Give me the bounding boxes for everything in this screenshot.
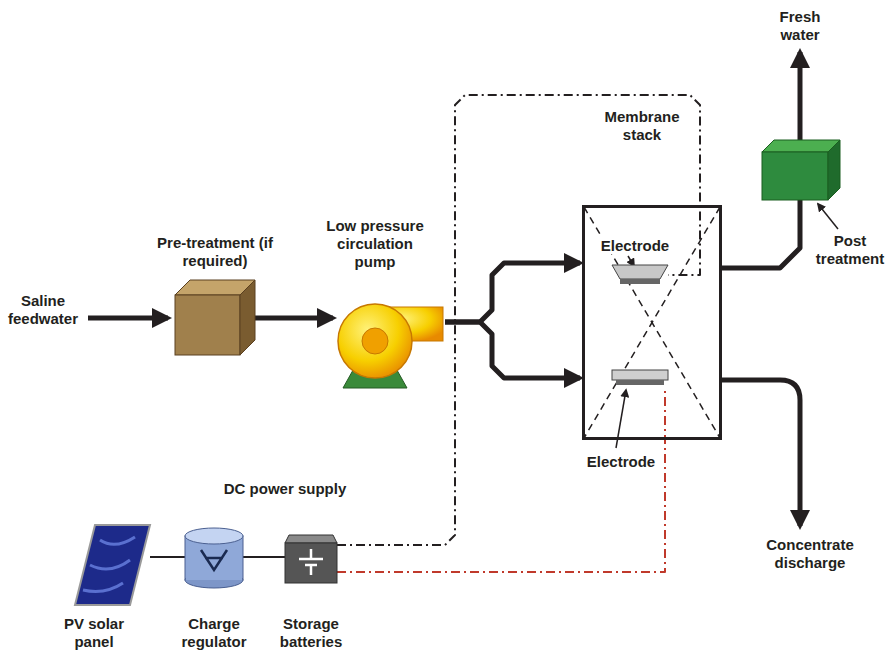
electrode: Electrode <box>612 265 668 285</box>
node-label: Electrode <box>582 453 660 471</box>
node-label: Low pressure circulation pump <box>315 217 435 271</box>
storage-batteries: Storage batteries <box>285 535 337 583</box>
concentrate-pipe <box>722 380 800 526</box>
post-treatment-box: Post treatment <box>762 140 840 200</box>
circulation-pump-outline <box>335 295 445 390</box>
electrode-outline <box>612 265 668 285</box>
charge-regulator: Charge regulator <box>185 528 243 588</box>
electrode-outline <box>612 367 668 387</box>
node-label: Storage batteries <box>271 615 351 651</box>
node-label: Pre-treatment (if required) <box>155 234 275 270</box>
stack-cross <box>584 207 720 438</box>
outlet-label: Concentrate discharge <box>745 536 875 572</box>
pretreatment-box: Pre-treatment (if required) <box>175 280 255 355</box>
node-label: PV solar panel <box>53 615 135 651</box>
connector-line <box>243 556 285 558</box>
pv-solar-panel: PV solar panel <box>75 525 150 605</box>
group-heading: DC power supply <box>210 480 360 498</box>
connector <box>255 318 333 319</box>
stack-cross <box>584 207 720 438</box>
connector-line <box>150 556 185 558</box>
pv-solar-panel-outline <box>75 525 150 605</box>
connector-line <box>445 263 580 322</box>
connector <box>243 557 285 558</box>
node-label: Charge regulator <box>168 615 260 651</box>
connector-line <box>445 322 580 378</box>
connector-line <box>255 316 333 321</box>
connector <box>722 200 800 268</box>
inlet-label: Saline feedwater <box>3 292 83 328</box>
node-label: Electrode <box>596 237 674 255</box>
connector <box>337 95 700 545</box>
connector-line <box>337 387 665 572</box>
node-label: Membrane stack <box>592 108 692 144</box>
storage-batteries-outline <box>285 535 337 583</box>
node-label: Post treatment <box>810 232 890 268</box>
electrode: Electrode <box>612 367 668 387</box>
feed-arrow <box>88 316 168 321</box>
outlet-label: Fresh water <box>764 8 836 44</box>
connector <box>150 557 185 558</box>
connector <box>337 387 665 572</box>
connector-line <box>337 95 700 545</box>
leader-line <box>628 256 634 266</box>
connector-line <box>722 200 800 268</box>
pretreatment-box-outline <box>175 280 255 355</box>
membrane-stack: Membrane stackElectrodeElectrode <box>582 205 722 440</box>
circulation-pump: Low pressure circulation pump <box>335 295 445 390</box>
leader-line <box>818 204 838 229</box>
connector <box>445 263 580 378</box>
charge-regulator-outline <box>185 528 243 588</box>
post-treatment-box-outline <box>762 140 840 200</box>
fresh-water-arrow <box>798 52 803 140</box>
